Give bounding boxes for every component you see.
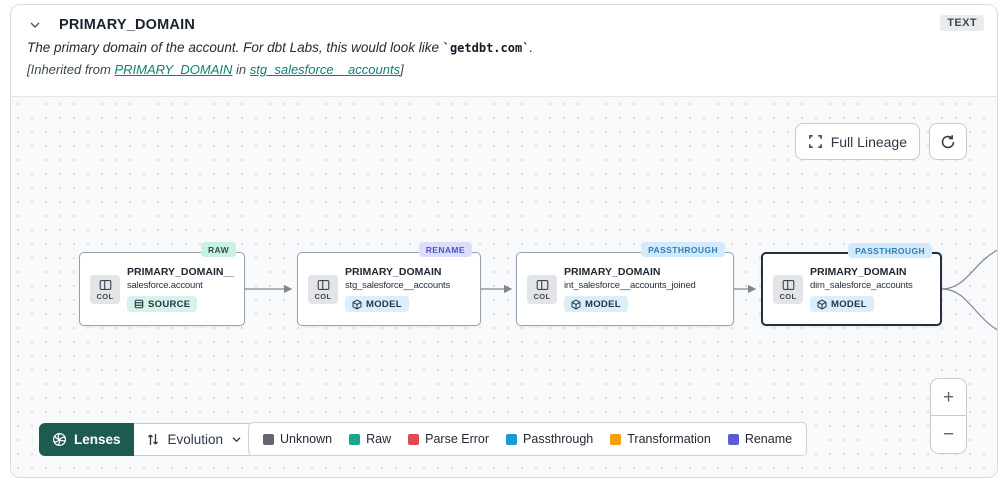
inherited-suffix: ] [400, 62, 404, 77]
resource-type-label: MODEL [831, 298, 867, 310]
refresh-button[interactable] [929, 123, 967, 160]
node-subtitle: dim_salesforce_accounts [810, 280, 913, 291]
lenses-label: Lenses [74, 432, 121, 447]
node-status-badge: RAW [200, 242, 236, 257]
refresh-icon [940, 134, 956, 150]
description-suffix: . [529, 40, 534, 55]
resource-type-tag: SOURCE [127, 296, 198, 312]
legend-label: Transformation [627, 432, 711, 446]
aperture-icon [52, 432, 67, 447]
resource-type-label: SOURCE [148, 298, 191, 310]
legend-label: Parse Error [425, 432, 490, 446]
full-lineage-label: Full Lineage [830, 133, 907, 150]
col-label: COL [314, 291, 332, 301]
zoom-out-button[interactable]: − [931, 416, 966, 453]
legend-item: Unknown [263, 432, 332, 446]
lenses-toolbar: Lenses Evolution [39, 423, 256, 456]
node-title: PRIMARY_DOMAIN__C [127, 266, 234, 278]
cube-icon [817, 299, 827, 310]
lens-select[interactable]: Evolution [133, 423, 256, 456]
resource-type-tag: MODEL [564, 296, 628, 312]
lens-selected-label: Evolution [167, 432, 224, 447]
column-icon: COL [308, 274, 338, 304]
page-title: PRIMARY_DOMAIN [59, 17, 195, 33]
column-icon: COL [527, 274, 557, 304]
col-label: COL [779, 291, 797, 301]
column-description: The primary domain of the account. For d… [27, 40, 983, 55]
inherited-prefix: [Inherited from [27, 62, 115, 77]
resource-type-tag: MODEL [345, 296, 409, 312]
inherited-column-link[interactable]: PRIMARY_DOMAIN [114, 62, 233, 77]
resource-type-tag: MODEL [810, 296, 874, 312]
node-title: PRIMARY_DOMAIN [564, 266, 661, 278]
node-subtitle: stg_salesforce__accounts [345, 280, 451, 291]
cube-icon [571, 299, 581, 310]
resource-type-label: MODEL [366, 298, 402, 310]
node-subtitle: salesforce.account [127, 280, 203, 291]
node-title: PRIMARY_DOMAIN [810, 266, 907, 278]
column-type-badge: TEXT [940, 15, 984, 31]
legend-item: Rename [727, 432, 793, 446]
collapse-chevron-icon[interactable] [27, 19, 43, 31]
legend-item: Transformation [610, 432, 711, 446]
node-status-badge: PASSTHROUGH [641, 242, 725, 257]
node-title: PRIMARY_DOMAIN [345, 266, 442, 278]
legend-label: Raw [366, 432, 392, 446]
lineage-node-int[interactable]: PASSTHROUGH COL PRIMARY_DOMAIN int_sales… [516, 242, 734, 326]
inherited-model-link[interactable]: stg_salesforce__accounts [249, 62, 401, 77]
legend-swatch [408, 433, 420, 445]
zoom-controls: + − [930, 378, 967, 454]
legend-swatch [610, 433, 622, 445]
legend-item: Parse Error [408, 432, 489, 446]
lineage-node-source[interactable]: RAW COL PRIMARY_DOMAIN__C salesforce.acc… [79, 242, 245, 326]
legend-label: Rename [744, 432, 793, 446]
legend-swatch [349, 433, 361, 445]
column-icon: COL [773, 274, 803, 304]
node-status-badge: PASSTHROUGH [848, 243, 932, 258]
database-icon [134, 299, 144, 309]
legend-label: Unknown [280, 432, 333, 446]
evolution-icon [146, 432, 160, 447]
node-subtitle: int_salesforce__accounts_joined [564, 280, 696, 291]
inherited-note: [Inherited from PRIMARY_DOMAIN in stg_sa… [27, 62, 983, 77]
resource-type-label: MODEL [585, 298, 621, 310]
expand-corners-icon [808, 134, 823, 149]
lineage-node-stg[interactable]: RENAME COL PRIMARY_DOMAIN stg_salesforce… [297, 242, 481, 326]
full-lineage-button[interactable]: Full Lineage [794, 123, 920, 160]
legend-swatch [506, 433, 518, 445]
legend-item: Passthrough [506, 432, 593, 446]
col-label: COL [533, 291, 551, 301]
node-status-badge: RENAME [418, 242, 472, 257]
column-header: PRIMARY_DOMAIN TEXT The primary domain o… [11, 5, 997, 96]
column-lineage-panel: PRIMARY_DOMAIN TEXT The primary domain o… [10, 4, 998, 478]
legend-label: Passthrough [523, 432, 594, 446]
legend-item: Raw [349, 432, 391, 446]
column-icon: COL [90, 274, 120, 304]
cube-icon [352, 299, 362, 310]
zoom-in-button[interactable]: + [931, 379, 966, 416]
inherited-middle: in [232, 62, 250, 77]
description-code: `getdbt.com` [442, 41, 530, 55]
legend-swatch [263, 433, 274, 445]
lineage-canvas[interactable]: Full Lineage RAW COL PRIMARY_DOMAIN__C s… [11, 96, 997, 477]
col-label: COL [96, 291, 114, 301]
legend-swatch [727, 433, 739, 445]
chevron-down-icon [231, 436, 242, 443]
evolution-legend: Unknown Raw Parse Error Passthrough Tran… [248, 422, 808, 456]
description-text: The primary domain of the account. For d… [27, 40, 443, 55]
lineage-node-dim[interactable]: PASSTHROUGH COL PRIMARY_DOMAIN dim_sales… [761, 243, 942, 326]
lenses-button[interactable]: Lenses [39, 423, 134, 456]
